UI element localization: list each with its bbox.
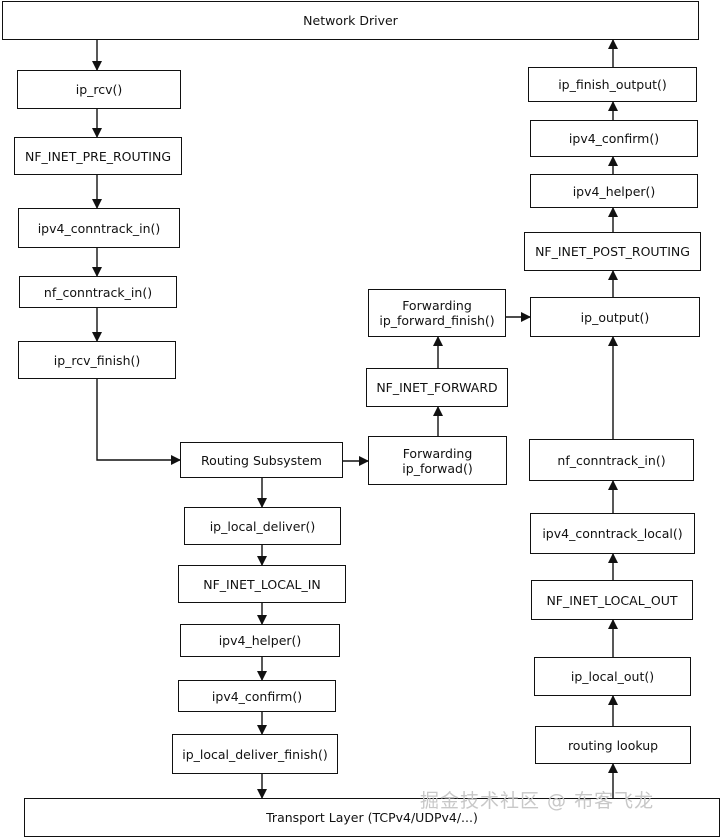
ipv4-conntrack-local-box: ipv4_conntrack_local()	[530, 513, 695, 554]
nf-inet-local-out-box: NF_INET_LOCAL_OUT	[531, 580, 693, 620]
ip-finish-output-box: ip_finish_output()	[528, 67, 697, 102]
forwarding-ip-forwad-box: Forwarding ip_forwad()	[368, 436, 507, 485]
ip-output-box: ip_output()	[530, 297, 700, 337]
arrow-ip-rcv-finish-to-routing	[96, 379, 181, 465]
nf-conntrack-in-right-box: nf_conntrack_in()	[529, 439, 694, 481]
ipv4-conntrack-in-box: ipv4_conntrack_in()	[18, 208, 180, 248]
nf-conntrack-in-left-box: nf_conntrack_in()	[19, 276, 177, 308]
nf-inet-forward-box: NF_INET_FORWARD	[366, 368, 508, 407]
network-driver-box: Network Driver	[2, 1, 699, 40]
ip-rcv-box: ip_rcv()	[17, 70, 181, 109]
ipv4-helper-left-box: ipv4_helper()	[180, 624, 340, 657]
ipv4-helper-right-box: ipv4_helper()	[530, 174, 698, 208]
ip-local-deliver-box: ip_local_deliver()	[184, 507, 341, 545]
ip-local-deliver-finish-box: ip_local_deliver_finish()	[172, 734, 338, 774]
watermark: 掘金技术社区 @ 布客飞龙	[420, 790, 655, 812]
nf-inet-local-in-box: NF_INET_LOCAL_IN	[178, 565, 346, 603]
ipv4-confirm-right-box: ipv4_confirm()	[530, 120, 698, 157]
ipv4-confirm-left-box: ipv4_confirm()	[178, 680, 336, 712]
nf-inet-post-routing-box: NF_INET_POST_ROUTING	[524, 232, 701, 271]
forwarding-ip-forward-finish-box: Forwarding ip_forward_finish()	[368, 289, 506, 337]
ip-local-out-box: ip_local_out()	[534, 657, 691, 696]
routing-lookup-box: routing lookup	[535, 726, 691, 764]
transport-layer-box: Transport Layer (TCPv4/UDPv4/...)	[24, 798, 720, 837]
routing-subsystem-box: Routing Subsystem	[180, 442, 343, 478]
nf-inet-pre-routing-box: NF_INET_PRE_ROUTING	[14, 137, 182, 175]
ip-rcv-finish-box: ip_rcv_finish()	[18, 341, 176, 379]
